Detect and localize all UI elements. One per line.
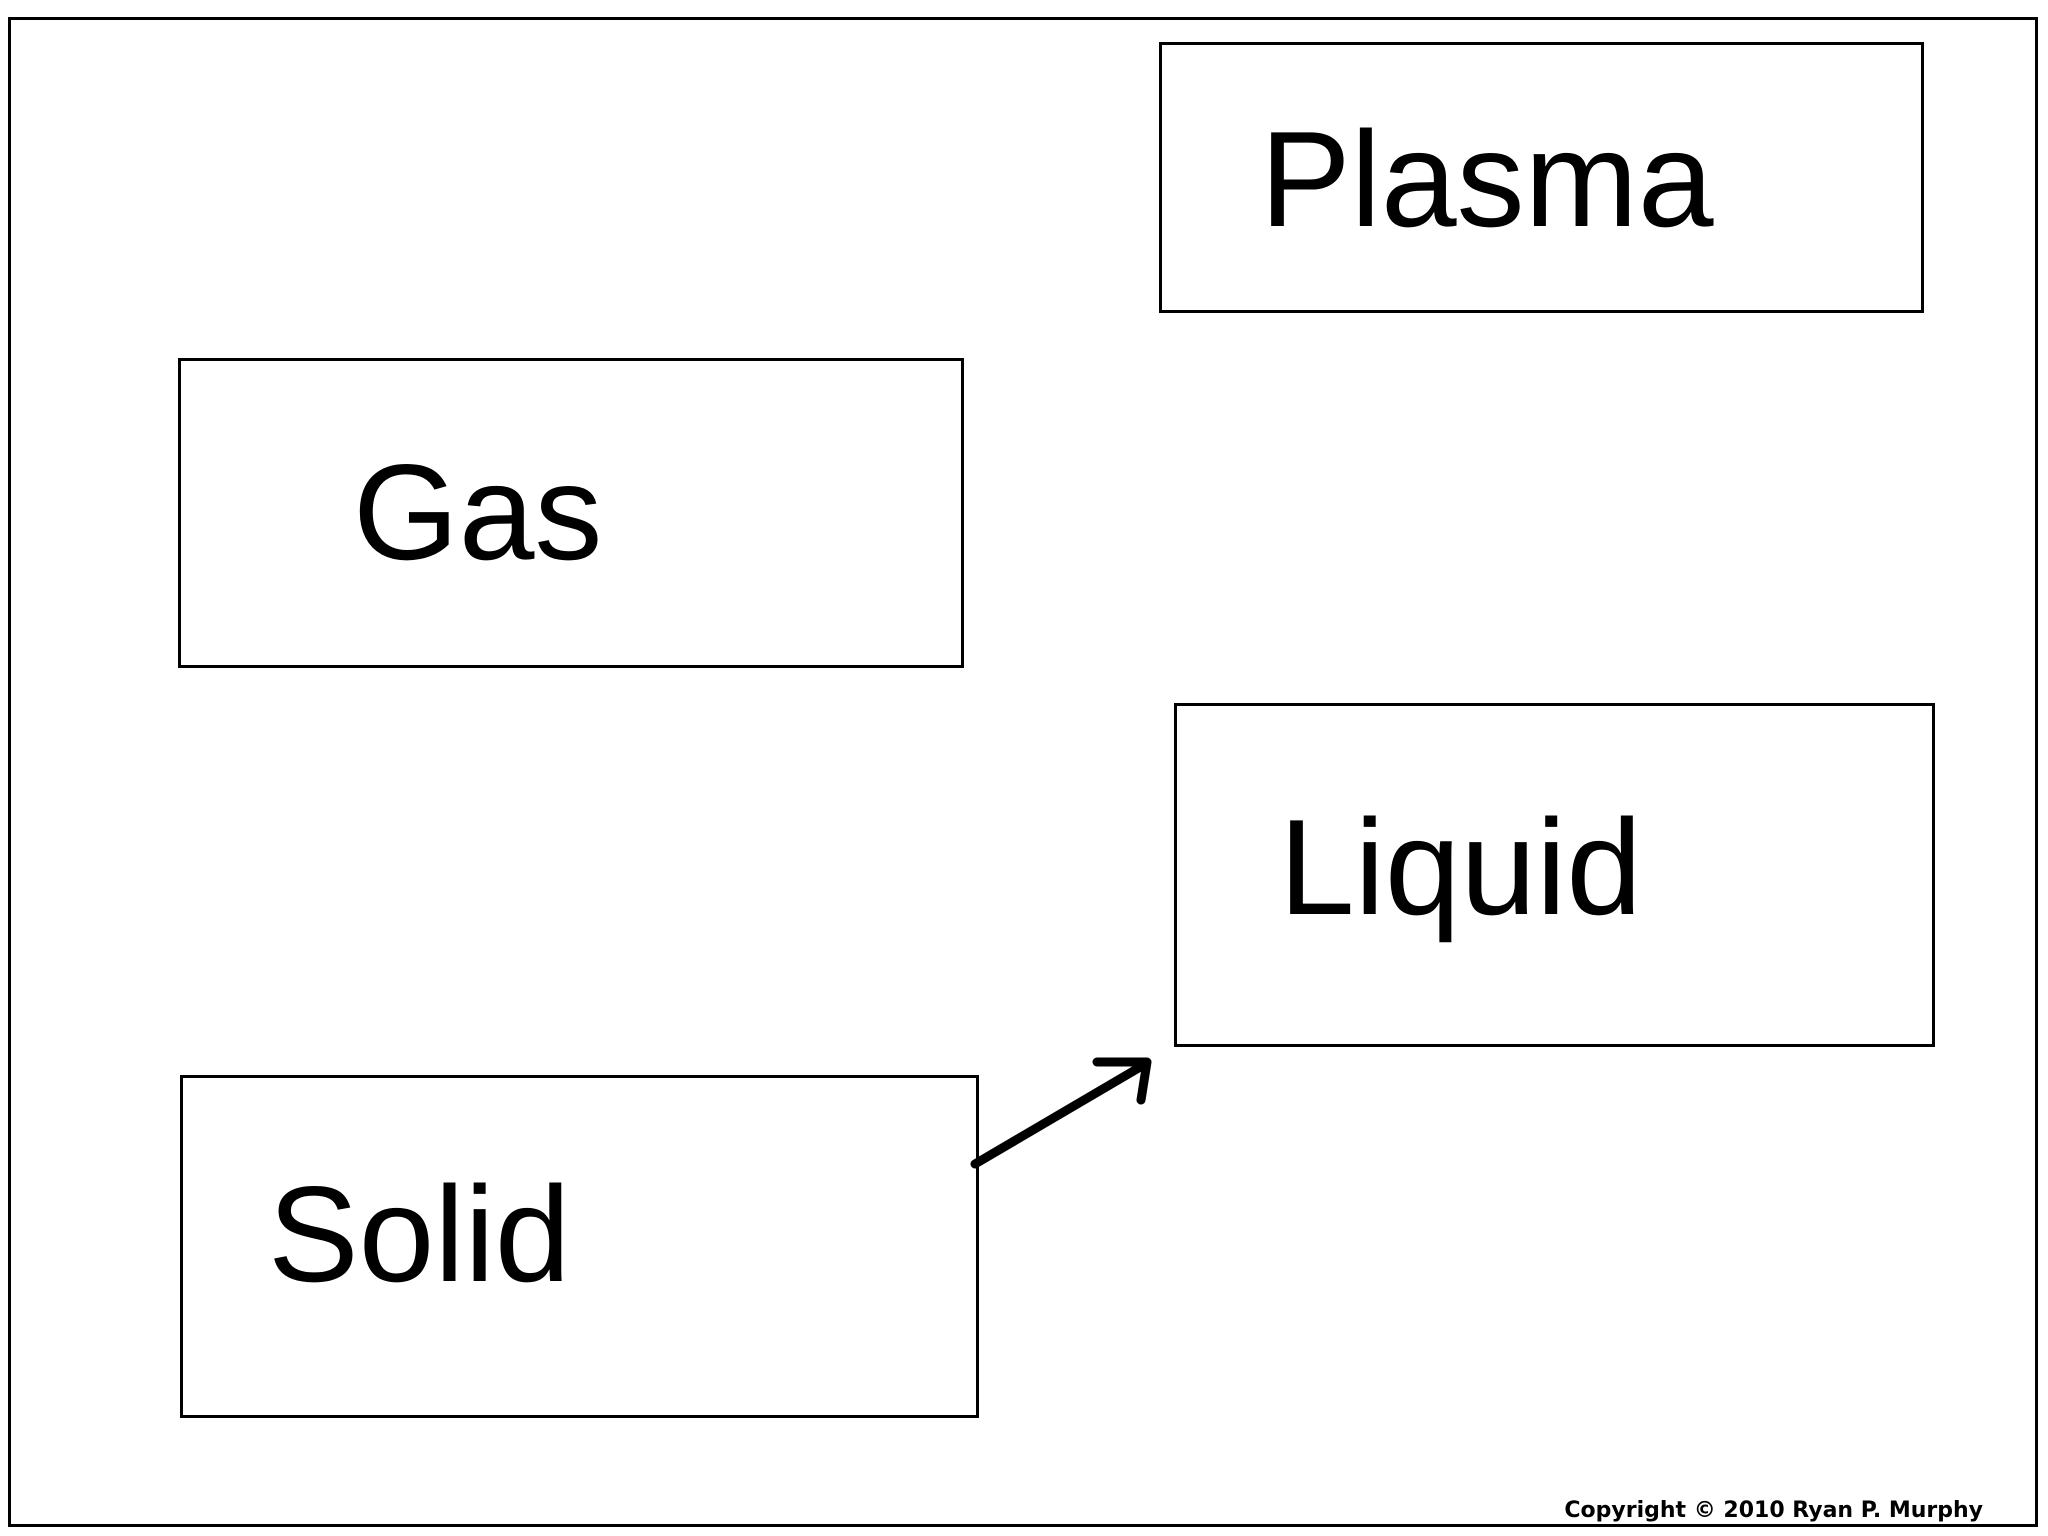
- liquid-label: Liquid: [1279, 791, 1642, 943]
- gas-box: Gas: [178, 358, 964, 668]
- liquid-box: Liquid: [1174, 703, 1935, 1047]
- solid-label: Solid: [268, 1158, 571, 1310]
- plasma-label: Plasma: [1260, 103, 1714, 255]
- solid-box: Solid: [180, 1075, 979, 1418]
- copyright-notice: Copyright © 2010 Ryan P. Murphy: [1564, 1498, 1983, 1523]
- slide-frame: [8, 17, 2038, 1527]
- plasma-box: Plasma: [1159, 42, 1924, 313]
- gas-label: Gas: [353, 436, 603, 588]
